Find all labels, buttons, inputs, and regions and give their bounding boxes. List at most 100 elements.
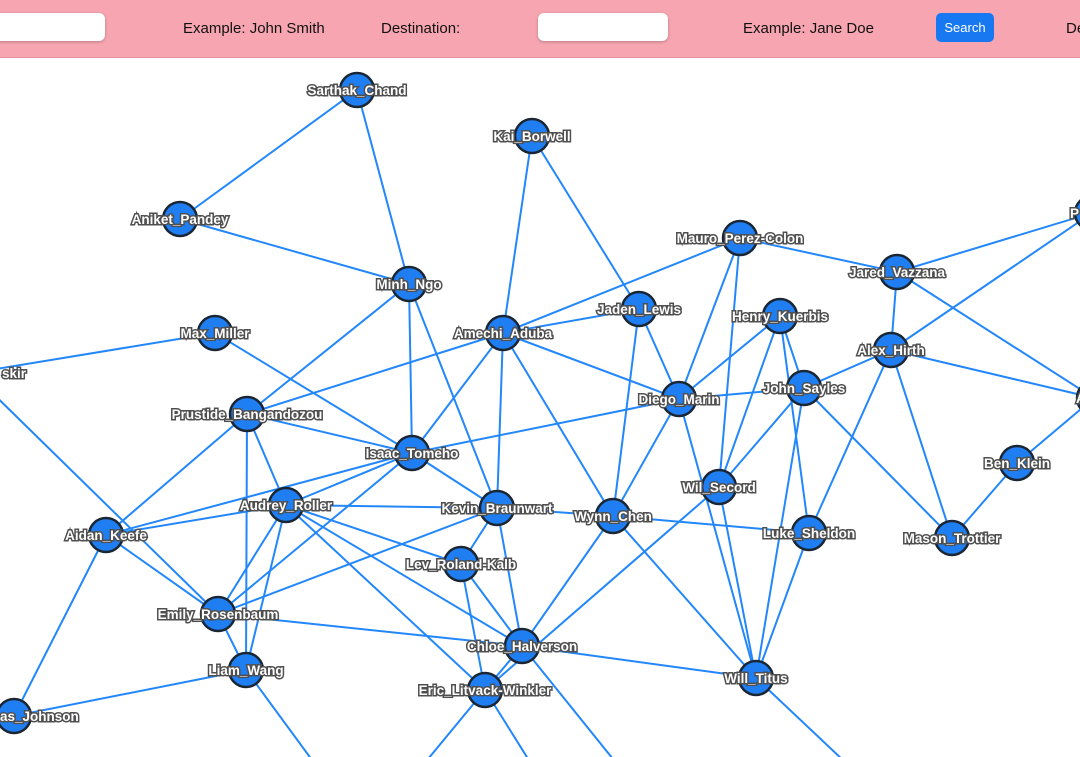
- graph-edge: [521, 645, 757, 679]
- graph-edge: [105, 452, 413, 536]
- graph-node[interactable]: [878, 253, 916, 291]
- graph-node[interactable]: [484, 314, 522, 352]
- graph-edge: [285, 504, 523, 647]
- graph-edge: [246, 332, 504, 415]
- graph-edge: [0, 399, 219, 615]
- graph-node[interactable]: [700, 468, 738, 506]
- graph-edge: [718, 387, 805, 488]
- graph-edge: [612, 515, 810, 534]
- graph-node-label: Sarthak_Chand: [307, 83, 406, 98]
- graph-edge: [246, 283, 410, 415]
- graph-node[interactable]: [338, 71, 376, 109]
- graph-node[interactable]: [466, 671, 504, 709]
- graph-edge: [755, 387, 805, 679]
- graph-node[interactable]: [660, 380, 698, 418]
- graph-node-label: Prustide_Bangandozou: [172, 407, 323, 422]
- graph-node-label: Jaden_Lewis: [597, 302, 681, 317]
- graph-edge: [502, 332, 680, 400]
- graph-node[interactable]: [785, 369, 823, 407]
- graph-node[interactable]: [620, 290, 658, 328]
- graph-edge: [755, 677, 842, 757]
- graph-edge: [13, 669, 247, 717]
- graph-node[interactable]: [737, 659, 775, 697]
- graph-edge: [803, 387, 953, 539]
- graph-node[interactable]: [761, 297, 799, 335]
- graph-edge: [890, 219, 1080, 351]
- graph-edge: [896, 215, 1080, 273]
- graph-node-label: Alex_Hirth: [857, 343, 925, 358]
- graph-edge: [718, 315, 781, 488]
- destination-input[interactable]: [538, 13, 668, 41]
- graph-node-label: Aniket_Pandey: [132, 212, 229, 227]
- graph-edge: [612, 398, 680, 517]
- graph-node-label: Lev_Roland-Kalb: [406, 557, 516, 572]
- graph-edge: [245, 413, 248, 671]
- graph-node[interactable]: [933, 519, 971, 557]
- graph-node[interactable]: [594, 497, 632, 535]
- graph-node-label: Liam_Wang: [208, 663, 283, 678]
- graph-edge: [285, 452, 413, 506]
- graph-edge: [408, 283, 498, 509]
- graph-edge: [214, 332, 413, 454]
- graph-edge: [496, 507, 614, 517]
- graph-node[interactable]: [393, 434, 431, 472]
- graph-edge: [678, 387, 805, 400]
- graph-edge: [285, 504, 498, 509]
- graph-node[interactable]: [872, 331, 910, 369]
- source-example-label: Example: John Smith: [183, 20, 325, 37]
- graph-edge: [484, 689, 529, 757]
- graph-node[interactable]: [267, 486, 305, 524]
- graph-node[interactable]: [998, 444, 1036, 482]
- graph-node-label: Diego_Marin: [638, 392, 719, 407]
- graph-edge: [179, 218, 410, 285]
- graph-edge: [428, 689, 486, 757]
- graph-edge: [502, 237, 741, 334]
- graph-node-label: Max_Miller: [180, 326, 250, 341]
- graph-node-label: as_Johnson: [0, 709, 79, 724]
- graph-edge: [217, 613, 523, 647]
- graph-edge: [896, 271, 1080, 391]
- graph-edge: [502, 308, 640, 334]
- graph-node[interactable]: [721, 219, 759, 257]
- graph-node[interactable]: [161, 200, 199, 238]
- graph-node[interactable]: [0, 697, 33, 735]
- graph-node[interactable]: [199, 595, 237, 633]
- graph-edge: [612, 515, 757, 679]
- graph-edge: [678, 315, 781, 400]
- search-header: Example: John Smith Destination: Example…: [0, 0, 1080, 58]
- graph-node-label: P: [1070, 206, 1079, 221]
- graph-node[interactable]: [390, 265, 428, 303]
- graph-node-label: Minh_Ngo: [376, 277, 441, 292]
- graph-node[interactable]: [478, 489, 516, 527]
- graph-node-label: Aidan_Keefe: [65, 528, 147, 543]
- graph-edge: [890, 349, 1080, 396]
- destination-example-label: Example: Jane Doe: [743, 20, 874, 37]
- destination-label: Destination:: [381, 20, 461, 37]
- graph-node-label: Kevin_Braunwart: [441, 501, 553, 516]
- graph-node[interactable]: [228, 395, 266, 433]
- graph-node[interactable]: [442, 545, 480, 583]
- graph-edge: [245, 504, 287, 671]
- search-button[interactable]: Search: [936, 13, 994, 42]
- graph-node[interactable]: [227, 651, 265, 689]
- graph-node[interactable]: [196, 314, 234, 352]
- graph-edge: [678, 398, 757, 679]
- graph-node-label: skir: [2, 366, 27, 381]
- graph-node[interactable]: [790, 514, 828, 552]
- graph-node-label: Henry_Kuerbis: [732, 309, 828, 324]
- source-input[interactable]: [0, 13, 105, 41]
- graph-node[interactable]: [513, 117, 551, 155]
- graph-node-label: A: [1076, 391, 1080, 406]
- graph-edge: [890, 349, 953, 539]
- graph-edge: [179, 89, 358, 220]
- graph-node-label: Amechi_Aduba: [454, 326, 553, 341]
- graph-node[interactable]: [1073, 196, 1080, 230]
- graph-node[interactable]: [87, 516, 125, 554]
- graph-node[interactable]: [503, 627, 541, 665]
- graph-node[interactable]: [1075, 381, 1080, 415]
- graph-edge: [678, 237, 741, 400]
- graph-edge: [217, 452, 413, 615]
- graph-node-label: Kai_Borwell: [493, 129, 570, 144]
